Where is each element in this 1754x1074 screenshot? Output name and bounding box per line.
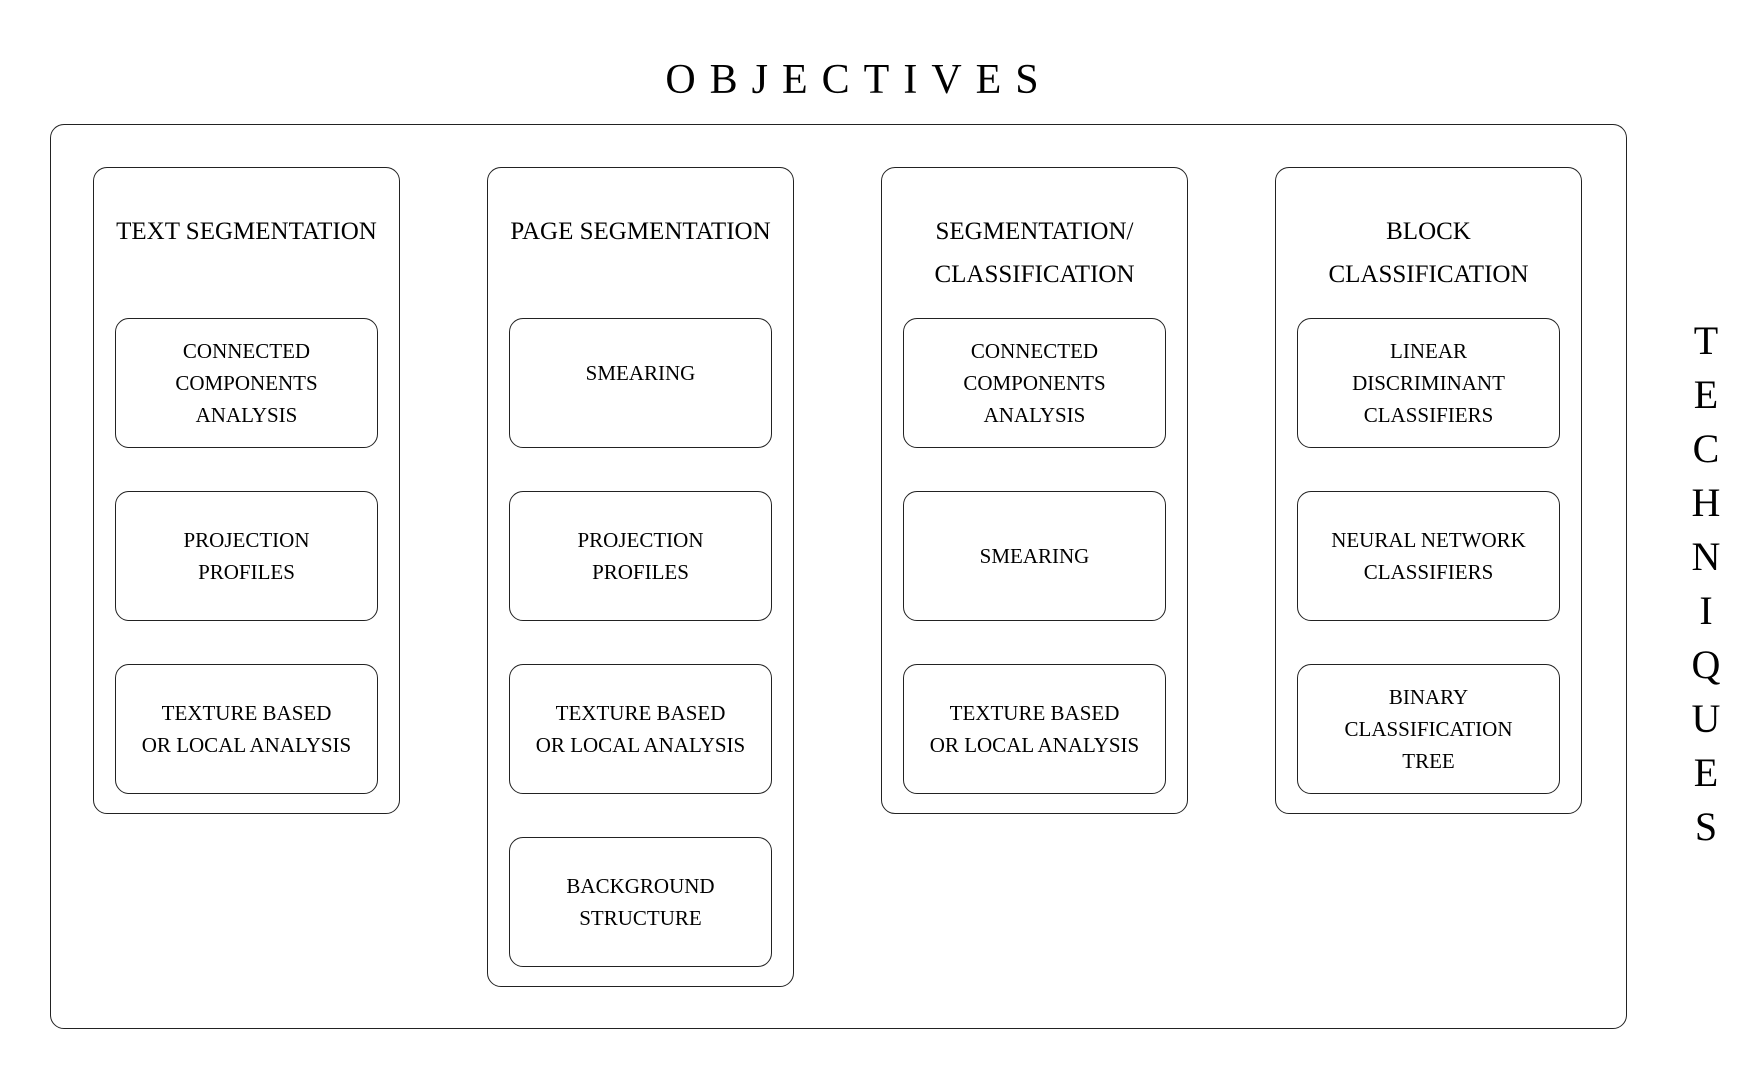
technique-label: SMEARING <box>585 361 696 385</box>
techniques-letter: U <box>1691 696 1721 741</box>
technique-box: CONNECTED COMPONENTS ANALYSIS <box>903 318 1166 448</box>
diagram-frame <box>50 124 1627 1029</box>
column-title: BLOCK CLASSIFICATION <box>1328 218 1529 288</box>
technique-box: BINARY CLASSIFICATION TREE <box>1297 664 1560 794</box>
technique-box: LINEAR DISCRIMINANT CLASSIFIERS <box>1297 318 1560 448</box>
technique-label: CONNECTED COMPONENTS ANALYSIS <box>963 339 1106 427</box>
technique-label: PROJECTION PROFILES <box>183 528 310 584</box>
techniques-letter: N <box>1691 534 1721 579</box>
technique-label: PROJECTION PROFILES <box>577 528 704 584</box>
technique-label: TEXTURE BASED OR LOCAL ANALYSIS <box>141 701 352 757</box>
techniques-letter: T <box>1693 318 1719 363</box>
objective-column-block-classification: BLOCK CLASSIFICATION LINEAR DISCRIMINANT… <box>1275 167 1582 814</box>
objective-column-segmentation-classification: SEGMENTATION/ CLASSIFICATION CONNECTED C… <box>881 167 1188 814</box>
technique-label: TEXTURE BASED OR LOCAL ANALYSIS <box>535 701 746 757</box>
techniques-letter: H <box>1691 480 1721 525</box>
technique-box: TEXTURE BASED OR LOCAL ANALYSIS <box>903 664 1166 794</box>
technique-box: TEXTURE BASED OR LOCAL ANALYSIS <box>115 664 378 794</box>
objective-column-text-segmentation: TEXT SEGMENTATION CONNECTED COMPONENTS A… <box>93 167 400 814</box>
column-title: SEGMENTATION/ CLASSIFICATION <box>934 218 1135 288</box>
techniques-letter: C <box>1692 426 1720 471</box>
techniques-letter: I <box>1699 588 1713 633</box>
column-title: PAGE SEGMENTATION <box>510 218 771 245</box>
technique-box: PROJECTION PROFILES <box>509 491 772 621</box>
technique-box: TEXTURE BASED OR LOCAL ANALYSIS <box>509 664 772 794</box>
technique-label: BINARY CLASSIFICATION TREE <box>1344 685 1513 773</box>
technique-label: NEURAL NETWORK CLASSIFIERS <box>1331 528 1526 584</box>
technique-label: SMEARING <box>979 544 1090 568</box>
technique-label: BACKGROUND STRUCTURE <box>566 874 715 930</box>
column-title: TEXT SEGMENTATION <box>116 218 377 245</box>
techniques-vertical-label: T E C H N I Q U E S <box>1676 314 1736 854</box>
technique-box: PROJECTION PROFILES <box>115 491 378 621</box>
technique-label: CONNECTED COMPONENTS ANALYSIS <box>175 339 318 427</box>
techniques-letter: E <box>1693 750 1719 795</box>
techniques-letter: S <box>1694 804 1718 849</box>
objectives-title: OBJECTIVES <box>665 57 1053 103</box>
technique-box: SMEARING <box>903 491 1166 621</box>
technique-label: LINEAR DISCRIMINANT CLASSIFIERS <box>1352 339 1505 427</box>
techniques-letter: E <box>1693 372 1719 417</box>
objective-column-page-segmentation: PAGE SEGMENTATION SMEARING PROJECTION PR… <box>487 167 794 987</box>
technique-box: SMEARING <box>509 318 772 448</box>
techniques-letter: Q <box>1691 642 1721 687</box>
technique-box: BACKGROUND STRUCTURE <box>509 837 772 967</box>
technique-label: TEXTURE BASED OR LOCAL ANALYSIS <box>929 701 1140 757</box>
technique-box: NEURAL NETWORK CLASSIFIERS <box>1297 491 1560 621</box>
technique-box: CONNECTED COMPONENTS ANALYSIS <box>115 318 378 448</box>
